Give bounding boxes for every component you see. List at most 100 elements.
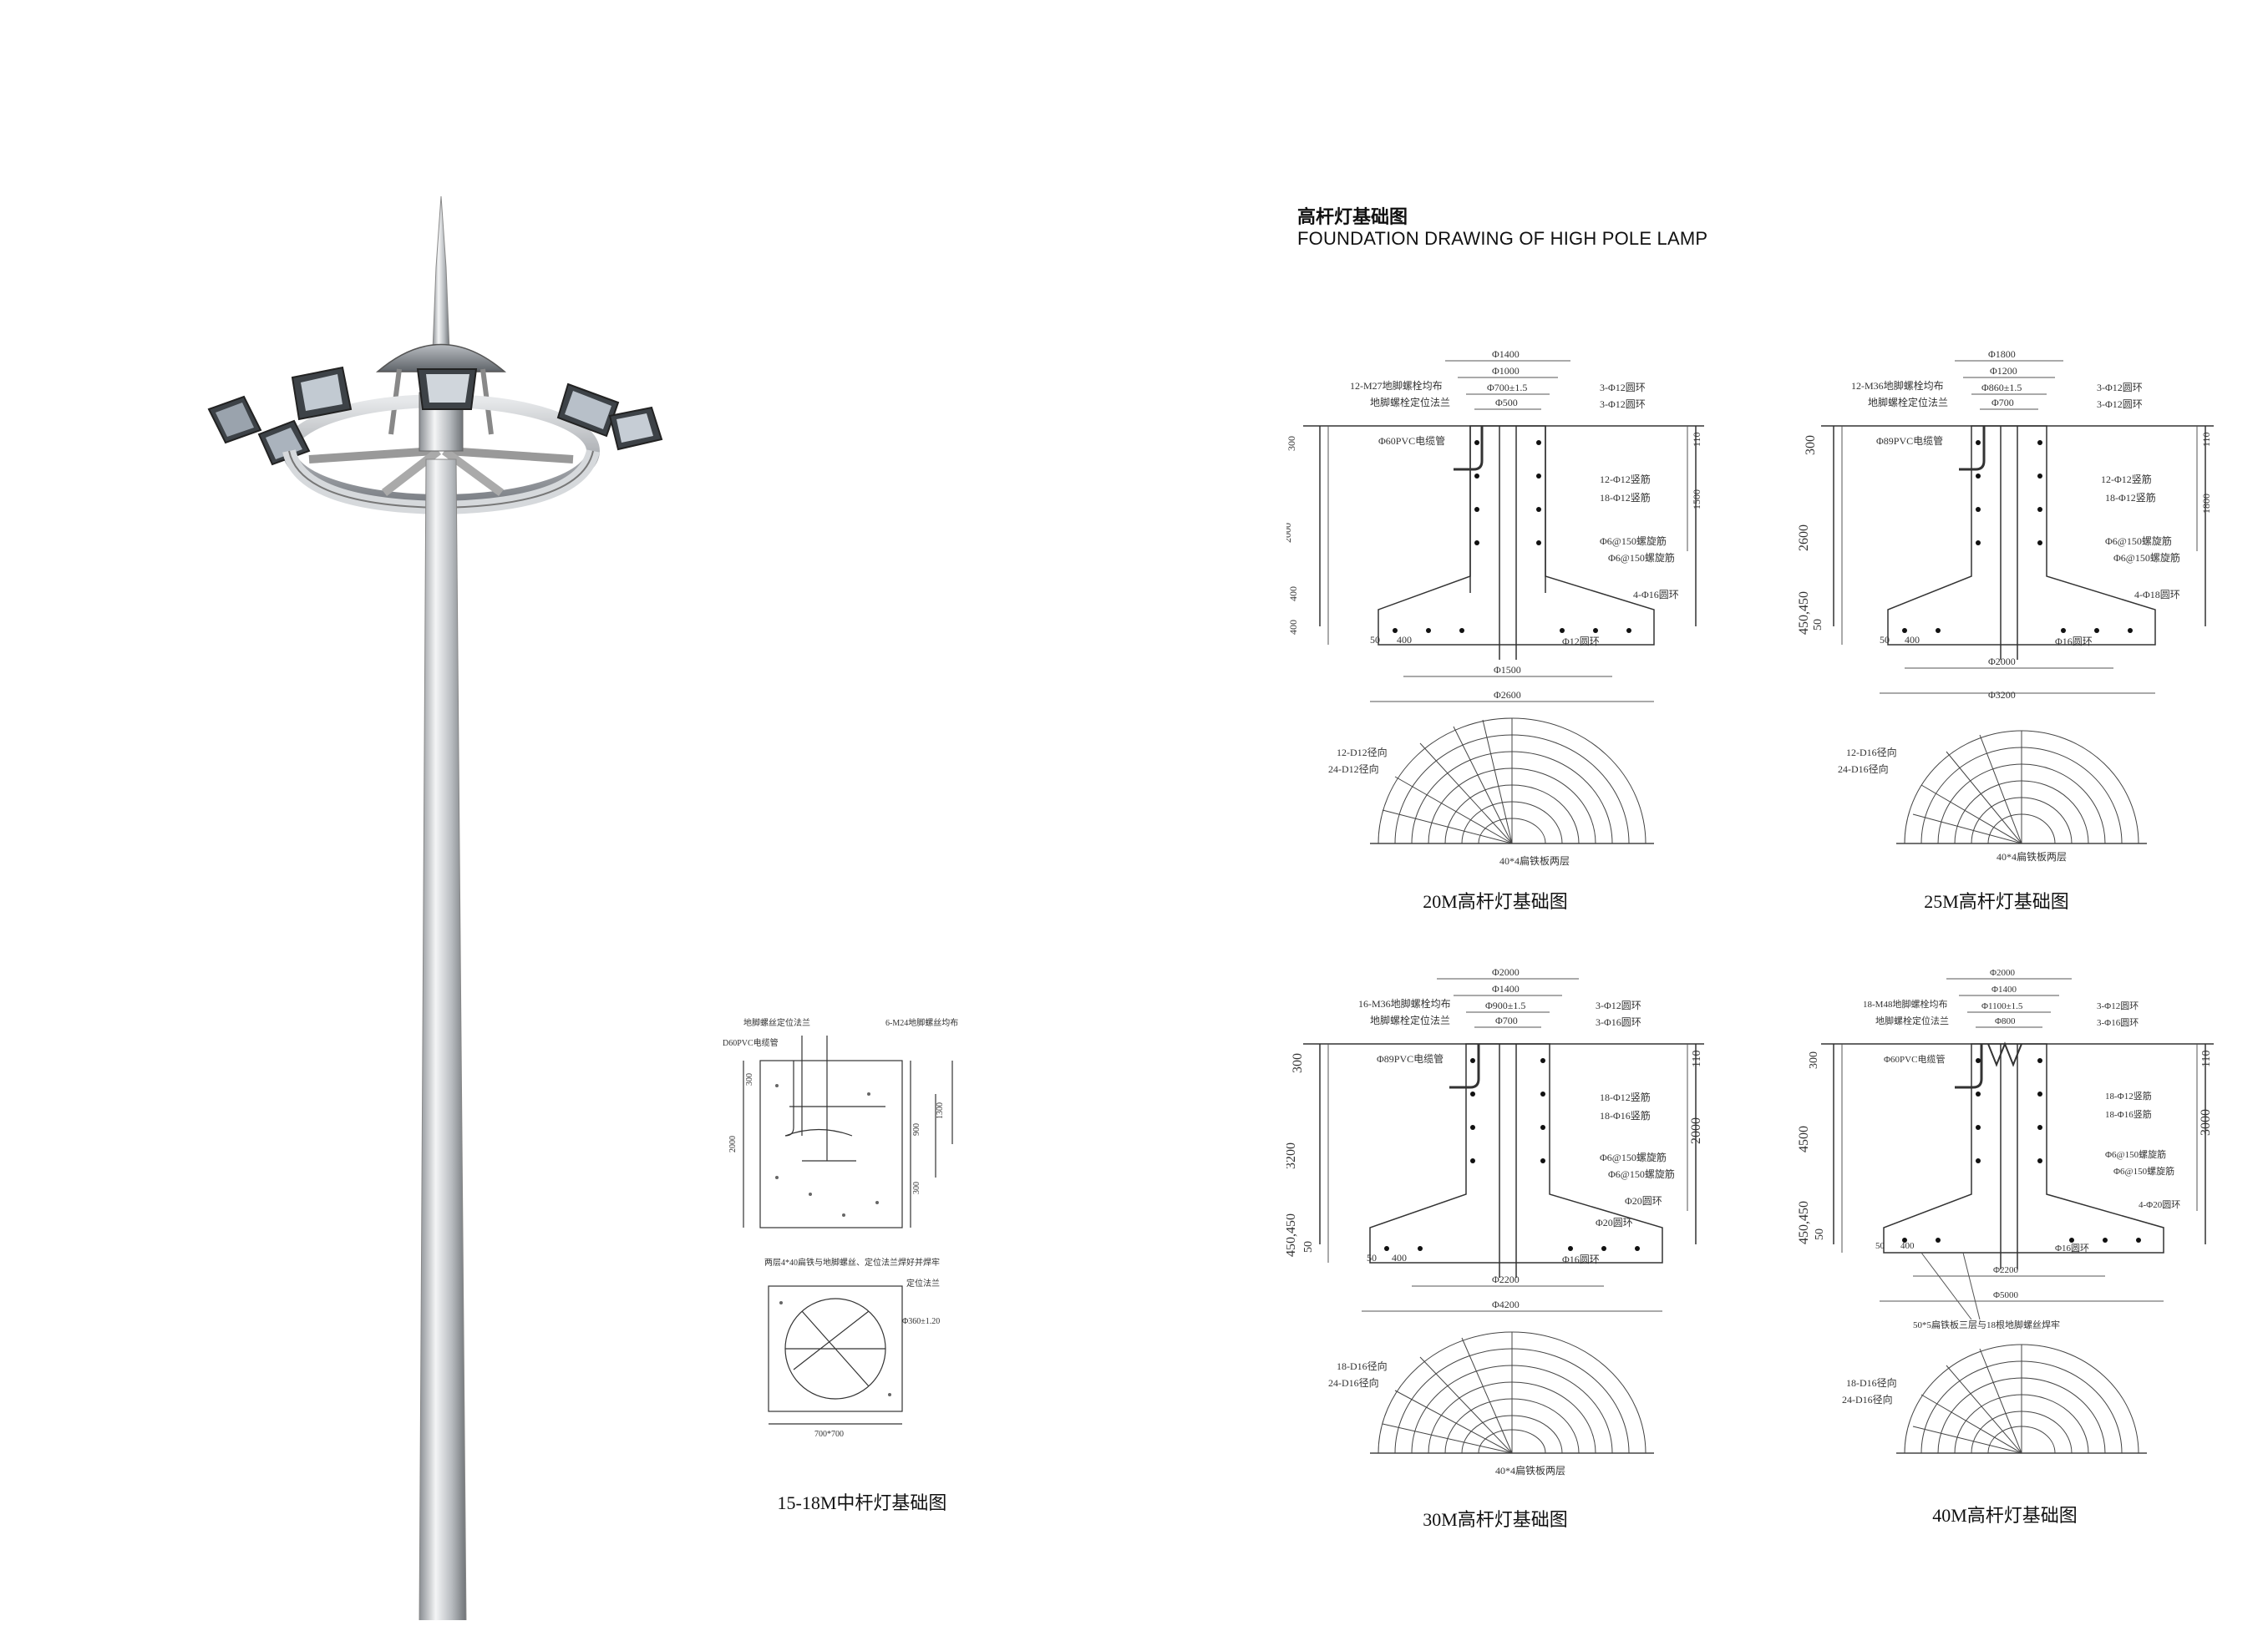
caption-40m: 40M高杆灯基础图 xyxy=(1932,1505,2078,1526)
label-right-5: Φ6@150螺旋筋 xyxy=(1600,534,1667,547)
dim-top-2: Φ1000 xyxy=(1492,365,1520,377)
label-left-1: 18-M48地脚螺栓均布 xyxy=(1863,998,1947,1010)
note: 50*5扁铁板三层与18根地脚螺丝焊牢 xyxy=(1913,1319,2060,1330)
plan-label-1: 12-D16径向 xyxy=(1846,746,1897,758)
dim-top-4: Φ700 xyxy=(1991,397,2014,408)
dim-left-4: 50 xyxy=(1814,1228,1826,1240)
dim-right-2: 2000 xyxy=(1689,1117,1703,1144)
dim-top-1: Φ1800 xyxy=(1988,348,2016,360)
dim-right-1: 110 xyxy=(2200,1051,2213,1067)
dim-bottom-2: Φ2600 xyxy=(1494,689,1521,701)
dim-1: 300 xyxy=(745,1073,754,1086)
dim-top-1: Φ2000 xyxy=(1990,968,2016,978)
label-right-5: Φ6@150螺旋筋 xyxy=(2105,534,2172,547)
dim-right-1: 110 xyxy=(1691,1051,1703,1067)
label-right-7: Φ20圆环 xyxy=(1625,1195,1662,1207)
foundation-drawing-15-18m: 地脚螺丝定位法兰 6-M24地脚螺丝均布 D60PVC电缆管 300 2000 … xyxy=(723,1017,958,1439)
dim-bottom-2: Φ4200 xyxy=(1492,1299,1520,1310)
page-title-cn: 高杆灯基础图 xyxy=(1297,206,1408,227)
dim-top-4: Φ700 xyxy=(1495,1015,1518,1026)
label-left-3: Φ60PVC电缆管 xyxy=(1884,1053,1945,1065)
dim-left-4: 400 xyxy=(1287,620,1299,635)
label-right-4: 18-Φ16竖筋 xyxy=(1600,1109,1651,1122)
label-left-2: 地脚螺栓定位法兰 xyxy=(1875,1015,1949,1026)
label-right-1: 3-Φ12圆环 xyxy=(1600,382,1646,393)
foundation-drawing-40m: Φ2000 Φ1400 Φ1100±1.5 Φ800 18-M48地脚螺栓均布 … xyxy=(1797,968,2214,1454)
dim-bottom-400: 400 xyxy=(1392,1252,1407,1264)
dim-left-4: 50 xyxy=(1302,1241,1315,1253)
plan-label-2: 24-D16径向 xyxy=(1328,1376,1379,1389)
floodlight-right-2 xyxy=(608,406,663,451)
dim-top-4: Φ800 xyxy=(1995,1016,2016,1026)
label-right-2: 3-Φ16圆环 xyxy=(1596,1016,1641,1028)
foundation-drawing-25m: Φ1800 Φ1200 Φ860±1.5 Φ700 12-M36地脚螺栓均布 地… xyxy=(1797,348,2214,863)
high-pole-lamp-illustration xyxy=(207,195,663,1620)
dim-top-1: Φ1400 xyxy=(1492,348,1520,360)
plan-label-1: 18-D16径向 xyxy=(1846,1376,1897,1389)
plan-label-1: 12-D12径向 xyxy=(1337,746,1388,758)
dim-left-3: 450,450 xyxy=(1286,1213,1298,1257)
dim-bottom-400: 400 xyxy=(1397,634,1412,646)
floodlight-right xyxy=(556,382,620,438)
plan-label-1: 定位法兰 xyxy=(906,1278,940,1289)
caption-30m: 30M高杆灯基础图 xyxy=(1423,1509,1568,1530)
dim-right-2: 3000 xyxy=(2199,1109,2213,1136)
dim-top-2: Φ1200 xyxy=(1990,365,2017,377)
dim-top-3: Φ860±1.5 xyxy=(1981,382,2022,393)
label-left-3: Φ60PVC电缆管 xyxy=(1378,434,1445,447)
dim-left-4: 50 xyxy=(1812,619,1824,631)
label-right-4: 18-Φ12竖筋 xyxy=(2105,491,2156,504)
dim-bottom-400: 400 xyxy=(1905,634,1920,646)
label-right-6: Φ6@150螺旋筋 xyxy=(1608,551,1675,564)
dim-top-3: Φ700±1.5 xyxy=(1487,382,1527,393)
dim-left-2: 2600 xyxy=(1797,524,1811,551)
dim-bottom-1: Φ2200 xyxy=(1492,1274,1520,1285)
dim-left-1: 300 xyxy=(1286,436,1297,451)
dim-left-2: 4500 xyxy=(1797,1126,1811,1152)
label-top-2: 6-M24地脚螺丝均布 xyxy=(885,1017,958,1028)
foundation-drawing-20m: Φ1400 Φ1000 Φ700±1.5 Φ500 12-M27地脚螺栓均布 地… xyxy=(1286,348,1704,867)
plan-label-2: 24-D16径向 xyxy=(1842,1393,1893,1406)
plan-label-3: 700*700 xyxy=(814,1430,844,1439)
dim-top-4: Φ500 xyxy=(1495,397,1518,408)
plan-label-3: 40*4扁铁板两层 xyxy=(1499,855,1570,867)
label-right-7: 4-Φ20圆环 xyxy=(2139,1199,2180,1210)
dim-top-3: Φ900±1.5 xyxy=(1485,1000,1525,1011)
label-right-3: 18-Φ12竖筋 xyxy=(1600,1091,1651,1103)
plan-label-2: 24-D12径向 xyxy=(1328,762,1379,775)
label-left-2: 地脚螺栓定位法兰 xyxy=(1370,396,1450,408)
label-right-7: 4-Φ18圆环 xyxy=(2134,589,2180,600)
label-right-3: 12-Φ12竖筋 xyxy=(1600,473,1651,485)
dim-left-3: 450,450 xyxy=(1797,1201,1811,1244)
dim-top-2: Φ1400 xyxy=(1492,983,1520,995)
floodlight-left xyxy=(207,395,262,444)
label-left-1: 12-M27地脚螺栓均布 xyxy=(1350,379,1443,392)
dim-5: 300 xyxy=(912,1182,921,1194)
label-left-2: 地脚螺栓定位法兰 xyxy=(1868,396,1948,408)
plan-label-2: Φ360±1.20 xyxy=(902,1317,940,1326)
dim-bottom-1: Φ2200 xyxy=(1993,1265,2019,1275)
page-title-en: FOUNDATION DRAWING OF HIGH POLE LAMP xyxy=(1297,228,1708,249)
label-left-3: Φ89PVC电缆管 xyxy=(1876,434,1943,447)
dim-left-1: 300 xyxy=(1291,1053,1305,1073)
dim-right-2: 1500 xyxy=(1691,489,1702,509)
dim-left-1: 300 xyxy=(1808,1051,1820,1069)
label-right-2: 3-Φ12圆环 xyxy=(2097,398,2143,410)
label-right-8: Φ16圆环 xyxy=(2055,636,2093,647)
label-top-1: 地脚螺丝定位法兰 xyxy=(743,1017,810,1028)
dim-left-3: 400 xyxy=(1287,586,1299,601)
caption-25m: 25M高杆灯基础图 xyxy=(1924,891,2069,912)
dim-top-3: Φ1100±1.5 xyxy=(1981,1001,2023,1011)
label-right-2: 3-Φ12圆环 xyxy=(1600,398,1646,410)
foundation-drawing-30m: Φ2000 Φ1400 Φ900±1.5 Φ700 16-M36地脚螺栓均布 地… xyxy=(1286,966,1704,1477)
caption-15-18m: 15-18M中杆灯基础图 xyxy=(777,1492,947,1513)
dim-bottom-50: 50 xyxy=(1880,634,1890,646)
dim-bottom-400: 400 xyxy=(1900,1241,1915,1251)
label-left-1: 16-M36地脚螺栓均布 xyxy=(1358,997,1451,1010)
dim-bottom-50: 50 xyxy=(1367,1252,1377,1264)
label-left-2: 地脚螺栓定位法兰 xyxy=(1370,1014,1450,1026)
plan-label-1: 18-D16径向 xyxy=(1337,1360,1388,1372)
dim-bottom-50: 50 xyxy=(1875,1241,1885,1251)
label-right-1: 3-Φ12圆环 xyxy=(2097,1000,2139,1011)
